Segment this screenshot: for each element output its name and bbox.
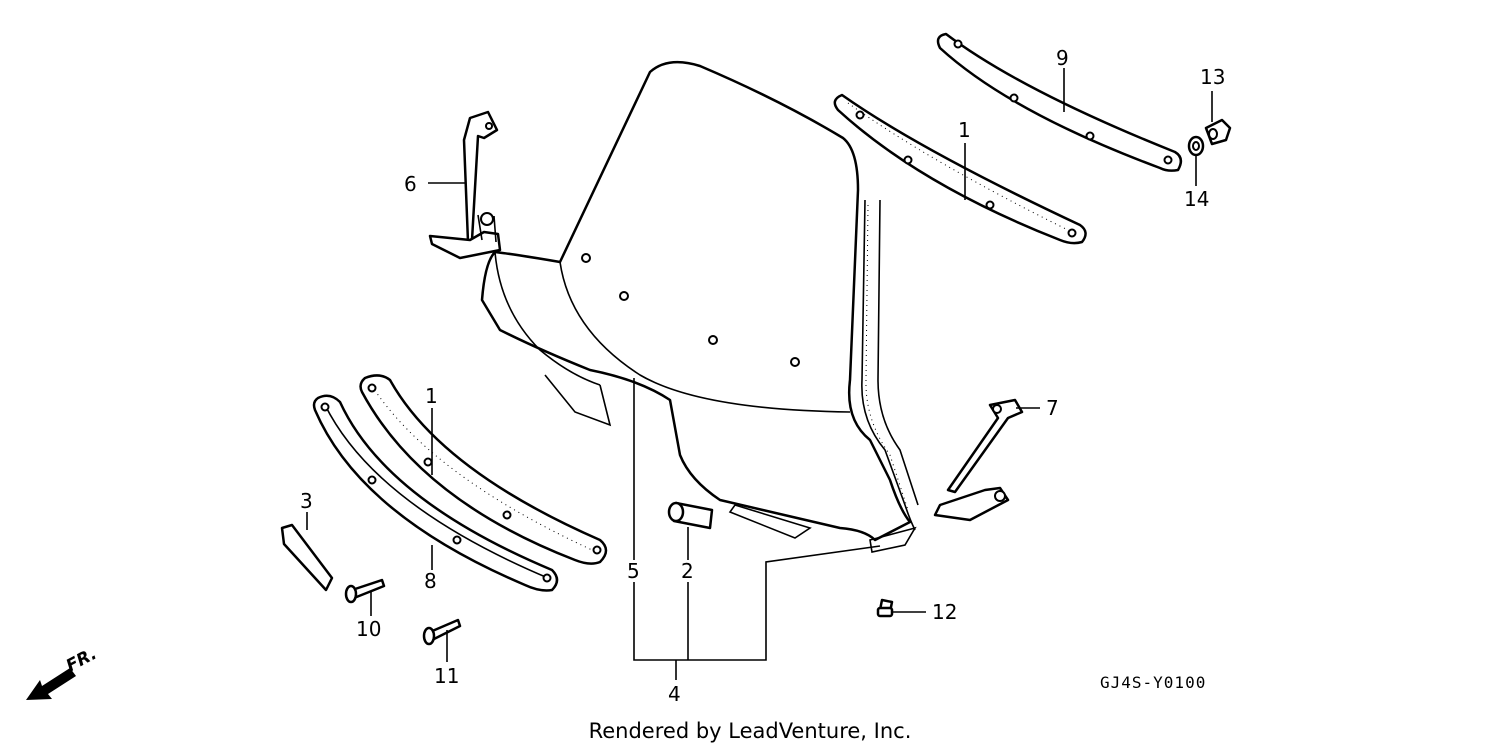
arrow-down-left-icon [26, 668, 76, 700]
credit-text: Rendered by LeadVenture, Inc. [589, 719, 912, 743]
collar [667, 501, 714, 530]
callout-12: 12 [932, 600, 957, 624]
windscreen [480, 60, 919, 553]
callout-8: 8 [424, 569, 437, 593]
left-bracket [428, 110, 502, 260]
washer-14 [1187, 135, 1205, 157]
callout-1-lower: 1 [425, 384, 438, 408]
callout-9: 9 [1056, 46, 1069, 70]
callouts: 1 9 13 14 6 1 3 8 10 11 5 2 4 7 12 [300, 46, 1225, 706]
callout-7: 7 [1046, 396, 1059, 420]
lower-garnish [312, 394, 559, 592]
callout-4: 4 [668, 682, 681, 706]
right-bracket [933, 398, 1024, 522]
callout-10: 10 [356, 617, 381, 641]
callout-6: 6 [404, 172, 417, 196]
callout-1-upper: 1 [958, 118, 971, 142]
callout-5: 5 [627, 559, 640, 583]
callout-11: 11 [434, 664, 459, 688]
callout-3: 3 [300, 489, 313, 513]
screw-11 [422, 618, 462, 646]
diagram-code: GJ4S-Y0100 [1100, 673, 1206, 692]
leader-lines [306, 68, 1213, 680]
upper-rubber-strip [833, 93, 1087, 245]
screw-10 [344, 578, 386, 604]
callout-14: 14 [1184, 187, 1209, 211]
callout-2: 2 [681, 559, 694, 583]
screw-12 [876, 598, 894, 618]
front-direction-arrow: FR. [26, 644, 100, 700]
callout-13: 13 [1200, 65, 1225, 89]
nut-13 [1204, 118, 1232, 146]
lower-rubber-strip [359, 374, 608, 565]
emblem [280, 523, 334, 592]
